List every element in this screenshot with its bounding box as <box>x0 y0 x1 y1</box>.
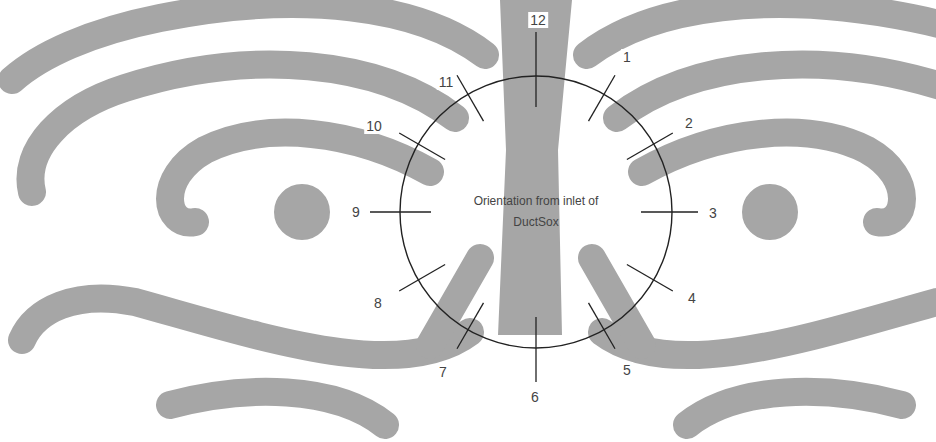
clock-number: 10 <box>364 118 384 134</box>
clock-number: 11 <box>437 74 456 90</box>
clock-number: 8 <box>372 295 384 311</box>
clock-number: 12 <box>528 12 548 28</box>
clock-number: 9 <box>350 204 362 220</box>
clock-number: 7 <box>437 364 449 380</box>
clock-number: 1 <box>621 49 633 65</box>
clock-number: 3 <box>707 205 719 221</box>
clock-number: 6 <box>529 389 541 405</box>
clock-number: 2 <box>683 115 695 131</box>
watermark <box>12 0 936 425</box>
circle-outline <box>399 75 673 349</box>
center-note: Orientation from inlet of DuctSox <box>470 191 602 233</box>
tick-lines <box>370 32 698 382</box>
clock-number: 5 <box>621 362 633 378</box>
clock-number: 4 <box>686 290 698 306</box>
orientation-circle: Orientation from inlet of DuctSox <box>399 75 673 349</box>
